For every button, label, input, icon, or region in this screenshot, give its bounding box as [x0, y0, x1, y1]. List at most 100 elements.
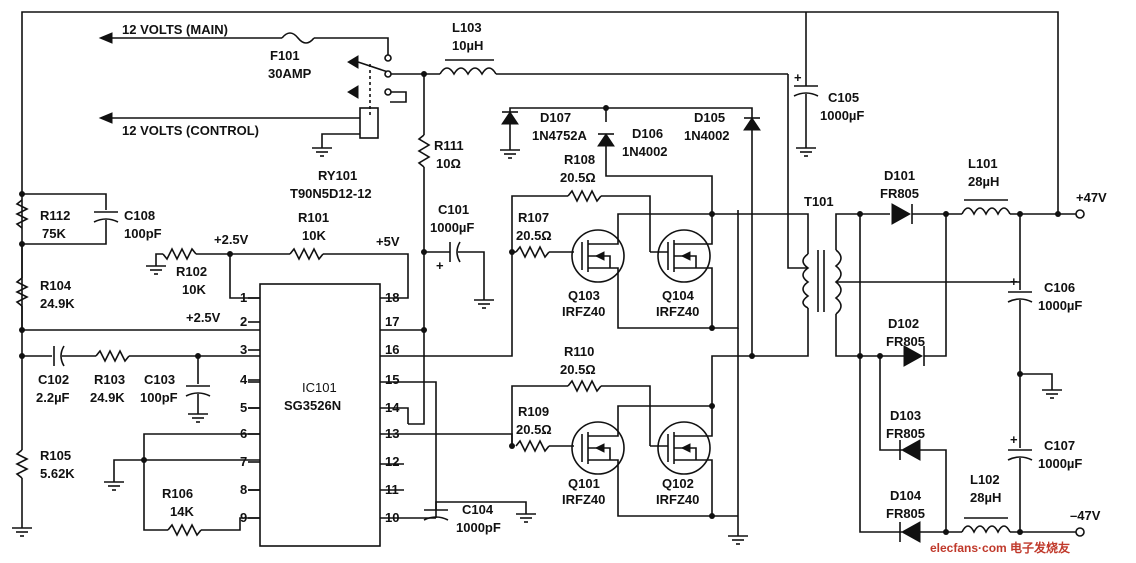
ic-pin-right: 12 [385, 454, 399, 469]
label-r109: R109 [518, 404, 549, 419]
resistor-r108-icon [567, 189, 602, 203]
wire-pin13 [380, 433, 513, 446]
label-r106-value: 14K [170, 504, 194, 519]
label-q102: Q102 [662, 476, 694, 491]
label-d107-value: 1N4752A [532, 128, 588, 143]
label-r110: R110 [564, 344, 594, 359]
label-q102-value: IRFZ40 [656, 492, 699, 507]
label-r107-value: 20.5Ω [516, 228, 552, 243]
label-d103: D103 [890, 408, 921, 423]
label-c107-value: 1000µF [1038, 456, 1082, 471]
diode-d105-icon [743, 117, 761, 131]
ic-pin-right: 15 [385, 372, 399, 387]
top-rail [21, 11, 1059, 330]
label-ry101: RY101 [318, 168, 357, 183]
resistor-r110-icon [567, 379, 602, 393]
wire-pin16 [380, 195, 568, 357]
wire-fuse-out [314, 37, 389, 56]
label-l103: L103 [452, 20, 482, 35]
label-r104: R104 [40, 278, 72, 293]
label-d101: D101 [884, 168, 915, 183]
inductor-l102-icon [961, 525, 1011, 534]
diode-d103-icon [900, 439, 921, 461]
ic-pin-right: 16 [385, 342, 399, 357]
label-c104-value: 1000pF [456, 520, 501, 535]
label-p47v: +47V [1076, 190, 1107, 205]
ic-pin-left: 8 [240, 482, 247, 497]
label-ic101: IC101 [302, 380, 337, 395]
label-r112-value: 75K [42, 226, 66, 241]
resistor-r111-icon [417, 134, 431, 168]
wire-coil-gnd [321, 133, 360, 148]
ic-pin-left: 2 [240, 314, 247, 329]
inductor-l101-icon [961, 207, 1011, 216]
relay-arm [357, 61, 389, 73]
label-d102: D102 [888, 316, 919, 331]
relay-arm-bottom-icon [347, 85, 359, 99]
label-c102: C102 [38, 372, 69, 387]
relay-coil-icon [359, 107, 379, 139]
label-q103-value: IRFZ40 [562, 304, 605, 319]
label-r101: R101 [298, 210, 329, 225]
label-c108-value: 100pF [124, 226, 162, 241]
resistor-r109-icon [515, 439, 550, 453]
label-l102-value: 28µH [970, 490, 1001, 505]
label-d105: D105 [694, 110, 725, 125]
label-p5v: +5V [376, 234, 400, 249]
label-d106-value: 1N4002 [622, 144, 668, 159]
wire-lower-drain [711, 308, 809, 406]
diode-d106-icon [597, 133, 615, 147]
label-r103-value: 24.9K [90, 390, 125, 405]
label-d105-value: 1N4002 [684, 128, 730, 143]
label-q101-value: IRFZ40 [562, 492, 605, 507]
label-r101-value: 10K [302, 228, 326, 243]
mosfet-q104-icon [657, 229, 711, 283]
label-c105-value: 1000µF [820, 108, 864, 123]
ic-pin-left: 4 [240, 372, 248, 387]
terminal-p47v [1075, 209, 1085, 219]
label-r105: R105 [40, 448, 71, 463]
relay-contact-com [384, 70, 392, 78]
wire-r111-down [408, 167, 425, 425]
resistor-r107-icon [515, 245, 550, 259]
diode-d101-icon [891, 203, 912, 225]
label-r102: R102 [176, 264, 207, 279]
label-12v-main: 12 VOLTS (MAIN) [122, 22, 228, 37]
label-plus-c105: + [794, 70, 802, 85]
label-c107: C107 [1044, 438, 1075, 453]
label-l101-value: 28µH [968, 174, 999, 189]
label-d103-value: FR805 [886, 426, 925, 441]
label-d102-value: FR805 [886, 334, 925, 349]
label-c102-value: 2.2µF [36, 390, 70, 405]
label-r108: R108 [564, 152, 595, 167]
label-r108-value: 20.5Ω [560, 170, 596, 185]
label-c103-value: 100pF [140, 390, 178, 405]
label-plus-c106: + [1010, 274, 1018, 289]
wire-ct-in [787, 74, 808, 269]
label-r106: R106 [162, 486, 193, 501]
ic101-body [259, 283, 381, 547]
label-r104-value: 24.9K [40, 296, 75, 311]
label-plus-c107: + [1010, 432, 1018, 447]
label-f101: F101 [270, 48, 300, 63]
label-r107: R107 [518, 210, 549, 225]
ic-pin-left: 3 [240, 342, 247, 357]
label-12v-ctrl: 12 VOLTS (CONTROL) [122, 123, 259, 138]
label-c101: C101 [438, 202, 469, 217]
wire-relay-nc [390, 91, 407, 103]
label-r112: R112 [40, 208, 70, 223]
label-t101: T101 [804, 194, 834, 209]
label-d101-value: FR805 [880, 186, 919, 201]
label-d104-value: FR805 [886, 506, 925, 521]
watermark: elecfans·com 电子发烧友 [930, 540, 1070, 555]
wire-diode-bus [509, 107, 753, 118]
label-c106-value: 1000µF [1038, 298, 1082, 313]
resistor-r102-icon [162, 247, 197, 261]
label-f101-value: 30AMP [268, 66, 312, 81]
label-d107: D107 [540, 110, 571, 125]
label-q104-value: IRFZ40 [656, 304, 699, 319]
label-r110-value: 20.5Ω [560, 362, 596, 377]
relay-contact-bottom [384, 88, 392, 96]
resistor-r105-icon [15, 449, 29, 479]
diode-d104-icon [900, 521, 921, 543]
